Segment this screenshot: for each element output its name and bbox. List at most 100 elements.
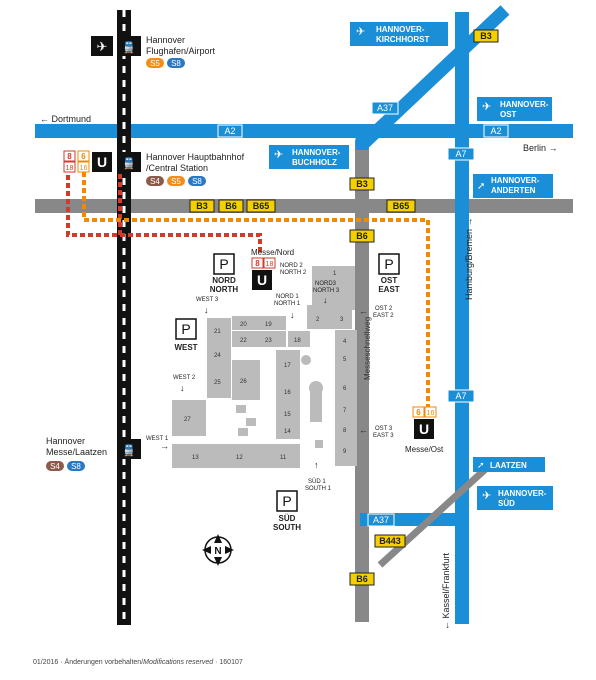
junction-laatzen: ➚ LAATZEN — [473, 457, 545, 472]
svg-text:NORD 1: NORD 1 — [276, 294, 299, 300]
svg-text:B65: B65 — [253, 201, 270, 211]
hall-1: 1 — [333, 271, 337, 277]
hall-11: 11 — [280, 455, 287, 461]
svg-text:SÜD 1: SÜD 1 — [308, 478, 326, 485]
hall-25: 25 — [214, 380, 221, 386]
svg-text:B6: B6 — [356, 574, 368, 584]
svg-text:NORTH: NORTH — [210, 285, 239, 294]
svg-text:B6: B6 — [225, 201, 237, 211]
hall-13: 13 — [192, 455, 199, 461]
hall-17: 17 — [284, 363, 291, 369]
laatzen-station: Hannover Messe/Laatzen S4 S8 🚆 — [46, 436, 141, 471]
svg-text:KIRCHHORST: KIRCHHORST — [376, 35, 429, 44]
svg-text:→: → — [160, 441, 169, 451]
svg-text:SOUTH 1: SOUTH 1 — [305, 486, 332, 492]
hall-23: 23 — [265, 338, 272, 344]
svg-text:←: ← — [359, 306, 368, 316]
svg-text:18: 18 — [266, 261, 274, 268]
svg-text:HANNOVER-: HANNOVER- — [292, 148, 341, 157]
svg-text:NORTH 2: NORTH 2 — [280, 270, 307, 276]
svg-text:WEST 1: WEST 1 — [146, 436, 169, 442]
svg-text:Messe/Ost: Messe/Ost — [405, 445, 444, 454]
svg-text:Hannover: Hannover — [146, 35, 185, 45]
junction-ost: ✈ HANNOVER- OST — [477, 97, 552, 121]
svg-text:✈: ✈ — [482, 101, 491, 113]
svg-text:HANNOVER-: HANNOVER- — [498, 489, 547, 498]
svg-text:B443: B443 — [379, 536, 401, 546]
svg-text:S4: S4 — [150, 177, 160, 186]
svg-text:6: 6 — [81, 152, 86, 161]
svg-text:Messe/Laatzen: Messe/Laatzen — [46, 447, 107, 457]
parking-sud: P SÜD SOUTH — [273, 490, 301, 532]
svg-text:Messe/Nord: Messe/Nord — [251, 248, 294, 257]
a2-motorway — [35, 124, 573, 138]
parking-west: P WEST — [174, 318, 198, 352]
train-icon — [117, 439, 141, 459]
direction-berlin: Berlin → — [523, 143, 558, 153]
u-bahn-icon — [414, 419, 434, 439]
svg-text:A2: A2 — [224, 126, 235, 136]
shield-a2-east: A2 — [483, 124, 509, 138]
shield-b6-mid: B6 — [349, 229, 375, 243]
svg-text:P: P — [181, 321, 190, 337]
svg-text:SÜD: SÜD — [498, 499, 515, 508]
svg-text:NORTH 1: NORTH 1 — [274, 301, 301, 307]
svg-text:6: 6 — [416, 408, 421, 417]
svg-text:P: P — [384, 256, 393, 272]
train-icon — [117, 152, 141, 172]
hall-22: 22 — [240, 338, 247, 344]
svg-text:➚: ➚ — [477, 181, 485, 192]
svg-text:/Central Station: /Central Station — [146, 163, 208, 173]
svg-text:➚: ➚ — [477, 460, 485, 470]
hall-3: 3 — [340, 317, 344, 323]
hall-6: 6 — [343, 386, 347, 392]
hall-27: 27 — [184, 417, 191, 423]
svg-text:LAATZEN: LAATZEN — [490, 461, 527, 470]
svg-text:U: U — [97, 154, 107, 170]
gate-labels: NORD 2 NORTH 2 NORD3 NORTH 3 NORD 1 NORT… — [146, 263, 394, 492]
svg-text:SOUTH: SOUTH — [273, 523, 301, 532]
svg-text:S5: S5 — [171, 177, 181, 186]
messeschnellweg-label: Messeschnellweg — [363, 317, 372, 380]
svg-text:↑: ↑ — [314, 460, 319, 470]
svg-text:NORD3: NORD3 — [315, 281, 337, 287]
hall-26: 26 — [240, 379, 247, 385]
svg-text:NORD 2: NORD 2 — [280, 263, 303, 269]
svg-text:OST 2: OST 2 — [375, 306, 393, 312]
svg-text:U: U — [257, 272, 267, 288]
svg-text:OST: OST — [500, 110, 517, 119]
hall-12: 12 — [236, 455, 243, 461]
junction-kirchhorst: ✈ HANNOVER- KIRCHHORST — [350, 22, 448, 46]
svg-text:✈: ✈ — [482, 490, 491, 502]
svg-text:A37: A37 — [377, 103, 393, 113]
svg-text:NORTH 3: NORTH 3 — [313, 288, 340, 294]
shield-a37-north: A37 — [371, 101, 399, 115]
hall-numbers: 1 2 3 4 5 6 7 8 9 11 12 13 14 15 16 17 1… — [184, 271, 347, 461]
svg-text:A7: A7 — [455, 149, 466, 159]
svg-text:✈: ✈ — [274, 149, 283, 161]
hall-2: 2 — [316, 317, 320, 323]
svg-text:🚆: 🚆 — [122, 444, 136, 457]
svg-text:A2: A2 — [490, 126, 501, 136]
svg-text:Hannover: Hannover — [46, 436, 85, 446]
svg-text:B6: B6 — [356, 231, 368, 241]
u-bahn-icon — [252, 270, 272, 290]
svg-text:Hannover Hauptbahnhof: Hannover Hauptbahnhof — [146, 152, 245, 162]
junction-buchholz: ✈ HANNOVER- BUCHHOLZ — [269, 145, 349, 169]
tram-orange-route — [82, 172, 430, 410]
svg-text:N: N — [214, 546, 221, 557]
b3-b65-road — [35, 199, 573, 213]
junction-anderten: ➚ HANNOVER- ANDERTEN — [473, 174, 553, 198]
svg-text:HANNOVER-: HANNOVER- — [491, 176, 540, 185]
svg-text:S5: S5 — [150, 59, 160, 68]
shield-a2-west: A2 — [217, 124, 243, 138]
hall-5: 5 — [343, 357, 347, 363]
svg-text:A7: A7 — [455, 391, 466, 401]
plane-icon: ✈ — [97, 39, 108, 54]
svg-text:←: ← — [359, 425, 368, 435]
shield-b3-mid: B3 — [349, 177, 375, 191]
svg-text:↓: ↓ — [290, 310, 295, 320]
svg-text:16: 16 — [80, 165, 88, 172]
svg-text:EAST: EAST — [378, 285, 399, 294]
svg-text:ANDERTEN: ANDERTEN — [491, 186, 536, 195]
